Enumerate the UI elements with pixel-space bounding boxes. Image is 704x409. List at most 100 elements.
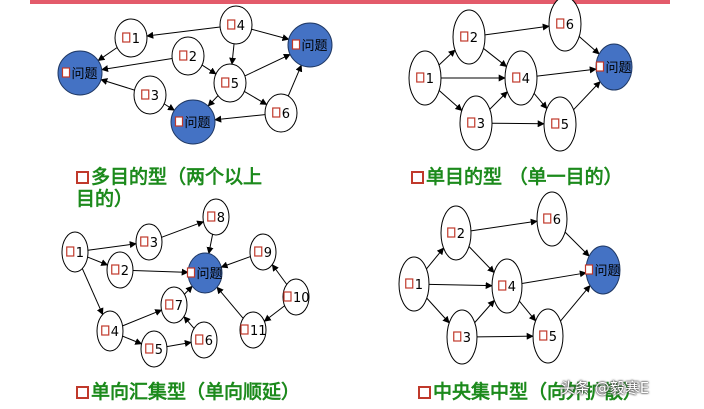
edge-multi-n5-n6 — [244, 91, 268, 105]
node-label: 5 — [561, 118, 569, 133]
edge-central-n4-p — [521, 270, 587, 285]
factor-node-shape — [282, 278, 310, 316]
edge-single-n3-n5 — [491, 120, 545, 128]
node-marker-square-icon — [595, 61, 605, 72]
edge-multi-n3-pA — [100, 78, 135, 91]
factor-node-shape — [548, 0, 582, 52]
node-multi-pC: 问题 — [170, 99, 216, 145]
edge-converge-n4-n5 — [122, 335, 143, 345]
edge-single-n1-n2 — [438, 49, 456, 66]
node-multi-n1: 1 — [114, 18, 148, 58]
factor-node-shape — [219, 5, 253, 45]
node-single-n1: 1 — [408, 50, 442, 106]
node-single-n6: 6 — [548, 0, 582, 52]
node-label: 2 — [189, 50, 197, 65]
node-central-n3: 3 — [446, 309, 478, 365]
factor-node-shape — [96, 310, 124, 352]
node-marker-square-icon — [207, 211, 216, 222]
node-converge-n9: 9 — [249, 233, 277, 271]
node-label: 5 — [549, 330, 557, 345]
node-marker-square-icon — [416, 72, 425, 83]
node-marker-square-icon — [272, 107, 281, 118]
node-label: 4 — [111, 325, 119, 340]
node-label: 6 — [553, 213, 561, 228]
node-label: 3 — [150, 236, 158, 251]
node-marker-square-icon — [584, 264, 594, 275]
node-label: 2 — [457, 227, 465, 242]
node-marker-square-icon — [221, 77, 230, 88]
node-marker-square-icon — [186, 267, 196, 278]
factor-node-shape — [135, 223, 163, 261]
node-marker-square-icon — [543, 213, 552, 224]
factor-node-shape — [190, 321, 218, 359]
node-marker-square-icon — [512, 72, 521, 83]
factor-node-shape — [264, 93, 298, 133]
factor-node-shape — [133, 75, 167, 115]
edge-multi-n6-pC — [214, 114, 266, 123]
bullet-square-icon — [76, 386, 89, 399]
node-label: 问题 — [72, 67, 98, 82]
edge-central-n2-n6 — [470, 218, 538, 232]
edge-converge-n6-n7 — [183, 316, 195, 329]
edge-multi-n4-n5 — [229, 43, 237, 65]
node-label: 3 — [151, 89, 159, 104]
node-marker-square-icon — [283, 291, 292, 302]
node-label: 3 — [463, 331, 471, 346]
edge-converge-n10-n9 — [271, 264, 288, 285]
node-label: 1 — [415, 278, 423, 293]
node-marker-square-icon — [240, 324, 249, 335]
node-converge-n4: 4 — [96, 310, 124, 352]
edge-converge-n8-p — [206, 234, 214, 255]
edge-central-n1-n4 — [428, 282, 493, 290]
edge-central-n3-n5 — [476, 332, 534, 340]
node-central-n1: 1 — [398, 256, 430, 312]
node-marker-square-icon — [291, 39, 301, 50]
factor-node-shape — [446, 309, 478, 365]
node-label: 9 — [264, 246, 272, 261]
node-label: 10 — [293, 291, 310, 306]
edge-single-n2-n4 — [483, 48, 508, 68]
node-marker-square-icon — [556, 18, 565, 29]
edge-multi-n2-n5 — [201, 64, 217, 75]
node-label: 11 — [250, 324, 267, 339]
node-label: 4 — [237, 19, 245, 34]
node-converge-n5: 5 — [140, 330, 168, 368]
node-marker-square-icon — [498, 280, 507, 291]
node-label: 5 — [155, 343, 163, 358]
node-marker-square-icon — [66, 246, 75, 257]
node-converge-n8: 8 — [202, 198, 230, 236]
node-label: 2 — [470, 31, 478, 46]
edge-converge-n1-n3 — [87, 241, 137, 251]
edge-single-n3-n4 — [489, 91, 508, 110]
edge-central-n6-p — [564, 231, 590, 257]
factor-node-shape — [239, 311, 267, 349]
node-label: 6 — [205, 334, 213, 349]
edge-converge-n1-n2 — [87, 256, 109, 266]
factor-node-shape — [213, 63, 247, 103]
node-central-n6: 6 — [536, 191, 568, 247]
bullet-square-icon — [411, 171, 424, 184]
edge-central-n3-n4 — [474, 299, 495, 323]
node-marker-square-icon — [405, 278, 414, 289]
node-label: 4 — [508, 280, 516, 295]
factor-node-shape — [452, 9, 486, 65]
node-single-n5: 5 — [543, 96, 577, 152]
edge-central-n2-n4 — [468, 246, 495, 274]
bullet-square-icon — [76, 171, 89, 184]
factor-node-shape — [106, 251, 134, 289]
caption-one-way-convergence: 单向汇集型（单向顺延） — [76, 381, 300, 403]
node-multi-n6: 6 — [264, 93, 298, 133]
node-label: 问题 — [185, 116, 211, 131]
factor-node-shape — [114, 18, 148, 58]
node-marker-square-icon — [165, 299, 174, 310]
node-label: 4 — [522, 72, 530, 87]
node-marker-square-icon — [551, 118, 560, 129]
node-multi-n4: 4 — [219, 5, 253, 45]
edge-central-n1-n3 — [426, 297, 450, 324]
node-marker-square-icon — [453, 331, 462, 342]
node-marker-square-icon — [467, 117, 476, 128]
edge-multi-n2-pA — [101, 58, 173, 73]
factor-node-shape — [504, 50, 538, 106]
caption-multi-purpose: 多目的型（两个以上 目的） — [76, 166, 263, 210]
node-marker-square-icon — [227, 19, 236, 30]
